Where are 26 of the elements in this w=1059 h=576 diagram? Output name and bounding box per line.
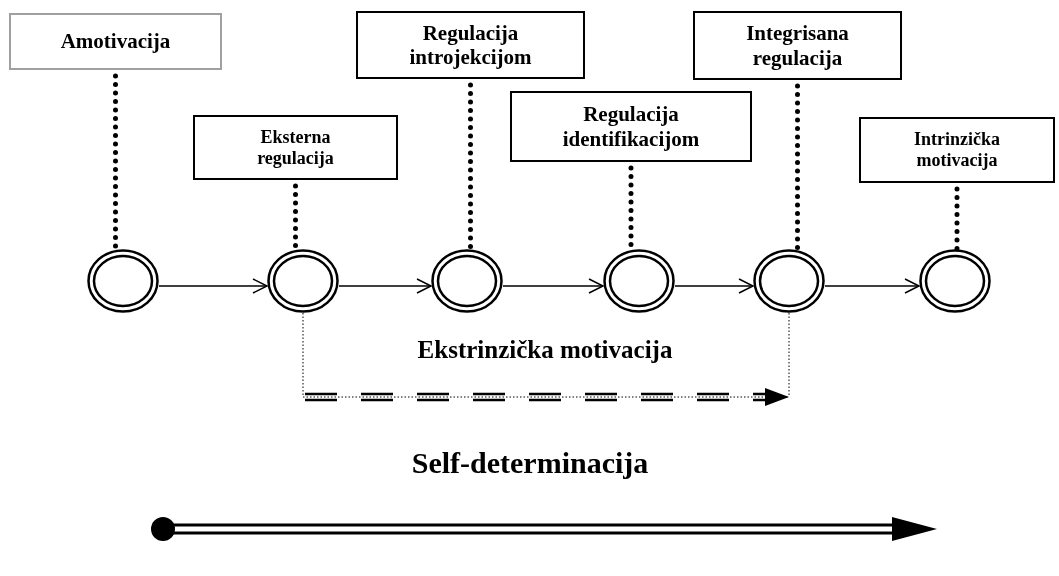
label-box bbox=[510, 91, 752, 162]
box-label: Amotivacija bbox=[60, 29, 171, 54]
double-circle bbox=[603, 249, 675, 313]
double-circle bbox=[919, 249, 991, 313]
dotted-guide-line bbox=[788, 312, 790, 398]
double-circle bbox=[431, 249, 503, 313]
double-circle bbox=[267, 249, 339, 313]
arrow bbox=[824, 278, 920, 294]
label-box bbox=[193, 115, 398, 180]
box-label: Intrinzička motivacija bbox=[913, 129, 1001, 171]
double-circle bbox=[87, 249, 159, 313]
label-box bbox=[693, 11, 902, 80]
dashed-arrow bbox=[302, 312, 790, 406]
label-box bbox=[9, 13, 222, 70]
arrow bbox=[158, 278, 268, 294]
arrow bbox=[502, 278, 604, 294]
label-box bbox=[356, 11, 585, 79]
box-label: Eksterna regulacija bbox=[256, 126, 335, 169]
arrow bbox=[338, 278, 432, 294]
box-label: Regulacija introjekcijom bbox=[408, 20, 533, 70]
double-circle bbox=[753, 249, 825, 313]
box-label: Regulacija identifikacijom bbox=[561, 102, 701, 151]
label-box bbox=[859, 117, 1055, 183]
scale-title: Self-determinacija bbox=[410, 445, 650, 481]
box-label: Integrisana regulacija bbox=[745, 21, 850, 70]
arrow bbox=[674, 278, 754, 294]
